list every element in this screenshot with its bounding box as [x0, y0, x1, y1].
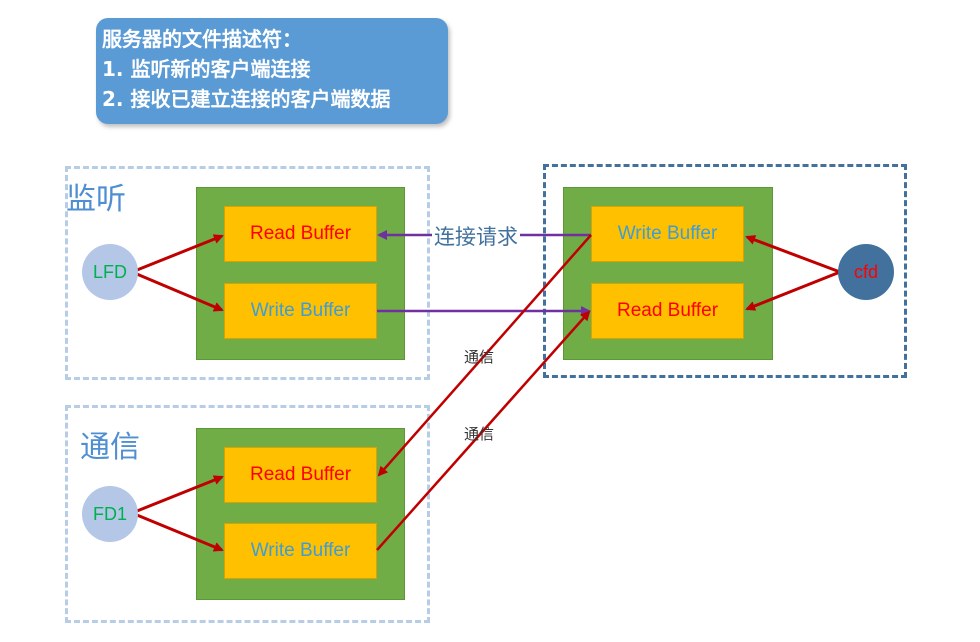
fd1-write-buffer: Write Buffer: [224, 523, 377, 579]
comm-region: [65, 405, 430, 623]
lfd-write-buffer: Write Buffer: [224, 283, 377, 339]
cfd-write-buffer: Write Buffer: [591, 206, 744, 262]
comm-lower-label: 通信: [464, 425, 495, 443]
cfd-to-read-arrow: [745, 270, 841, 311]
fd1-to-write-arrow: [131, 511, 224, 552]
client-region: [543, 164, 907, 378]
listen-label: 监听: [66, 182, 126, 217]
note-line-title: 服务器的文件描述符：: [102, 27, 302, 51]
cfd-to-write-arrow: [745, 235, 841, 274]
fd1-write-to-cfd-read-arrow: [376, 310, 591, 551]
lfd-read-buffer: Read Buffer: [224, 206, 377, 262]
comm-upper-label: 通信: [464, 348, 495, 366]
cfd-read-buffer: Read Buffer: [591, 283, 744, 339]
lfd-circle: LFD: [82, 244, 138, 300]
listen-region: [65, 166, 430, 380]
lfd-to-write-arrow: [131, 270, 224, 312]
cfd-write-to-fd1-read-arrow: [377, 234, 592, 477]
description-note: 服务器的文件描述符： 1. 监听新的客户端连接 2. 接收已建立连接的客户端数据: [96, 18, 448, 124]
note-line-1: 1. 监听新的客户端连接: [102, 57, 311, 81]
note-line-2: 2. 接收已建立连接的客户端数据: [102, 87, 391, 111]
lfd-to-read-arrow: [131, 234, 224, 274]
fd1-read-buffer: Read Buffer: [224, 447, 377, 503]
connect-request-label: 连接请求: [432, 221, 520, 251]
comm-label: 通信: [80, 430, 140, 465]
fd1-to-read-arrow: [131, 475, 224, 515]
fd1-circle: FD1: [82, 486, 138, 542]
cfd-circle: cfd: [838, 244, 894, 300]
